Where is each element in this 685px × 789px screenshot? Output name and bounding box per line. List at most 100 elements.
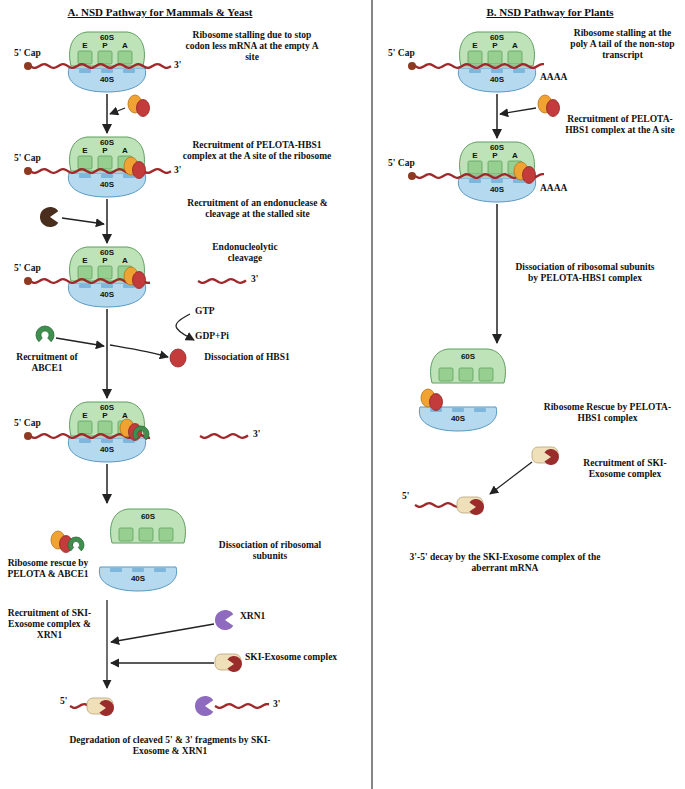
40s-groove: [469, 69, 481, 73]
60s-subunit: [431, 349, 506, 383]
ribosome-site: [488, 161, 502, 174]
ribosome-site: [508, 51, 522, 64]
ribosome: 60S40S: [95, 505, 195, 597]
ski-exosome: [215, 654, 242, 672]
ribosome-site: [78, 51, 92, 64]
40s-groove: [469, 179, 481, 183]
step-description: Dissociation of HBS1: [192, 352, 302, 363]
five-prime-cap: [24, 277, 32, 285]
mrna: [415, 174, 544, 178]
panel-divider: [371, 0, 372, 789]
pelota-hbs1-complex: [128, 95, 150, 117]
40s-groove: [513, 69, 525, 73]
40s-groove: [154, 568, 166, 572]
ribosome-label: P: [480, 151, 510, 160]
ribosome-label: 60S: [482, 33, 512, 42]
ribosome-label: 60S: [453, 352, 483, 361]
five-prime-cap: [24, 62, 32, 70]
ribosome: 60SEPA40S: [455, 30, 539, 92]
40s-subunit: [68, 68, 145, 92]
ribosome-site: [459, 368, 473, 381]
ribosome-site: [98, 156, 112, 169]
40s-groove: [123, 69, 135, 73]
step-description: Ribosome Rescue by PELOTA-HBS1 complex: [540, 402, 675, 424]
pelota-hbs1-complex: [124, 267, 146, 289]
xrn1: [195, 696, 213, 716]
ribosome: 60SEPA40S: [65, 400, 149, 462]
40s-groove: [79, 174, 91, 178]
40s-groove: [474, 408, 486, 412]
abce1: [133, 426, 149, 440]
step-description: Degradation of cleaved 5' & 3' fragments…: [55, 735, 285, 757]
annotation: AAAA: [540, 183, 580, 194]
ribosome-label: E: [70, 146, 100, 155]
pelota-hbs1-complex: [120, 419, 142, 441]
annotation: 5' Cap: [14, 263, 54, 274]
ribosome-label: 60S: [92, 248, 122, 257]
ribosome-label: 40S: [92, 290, 122, 299]
step-description: Recruitment of ABCE1: [2, 352, 92, 374]
ribosome-label: P: [480, 41, 510, 50]
ribosome-site: [98, 421, 112, 434]
ribosome-site: [119, 528, 133, 541]
annotation: 3': [253, 429, 273, 440]
step-description: Recruitment of SKI-Exosome complex: [570, 458, 680, 480]
ribosome-site: [439, 368, 453, 381]
step-arrow: [106, 94, 108, 133]
ribosome-site: [508, 161, 522, 174]
annotation: XRN1: [240, 611, 280, 622]
step-description: 3'-5' decay by the SKI-Exosome complex o…: [395, 552, 615, 574]
recruitment-arrow: [490, 462, 532, 494]
ribosome-label: E: [460, 151, 490, 160]
step-description: Ribosome stalling due to stop codon less…: [182, 30, 322, 63]
panel-heading: A. NSD Pathway for Mammals & Yeast: [40, 6, 280, 19]
ribosome-site: [78, 421, 92, 434]
ribosome-label: 60S: [482, 143, 512, 152]
step-description: Dissociation of ribosomal subunits: [210, 540, 330, 562]
mrna: [30, 434, 150, 438]
step-arrow: [106, 309, 108, 398]
annotation: 3': [174, 165, 194, 176]
five-prime-cap: [24, 167, 32, 175]
ribosome-site: [118, 51, 132, 64]
ribosome-label: E: [460, 41, 490, 50]
ski-exosome: [87, 698, 114, 716]
40s-groove: [491, 69, 503, 73]
cleaved-fragment: [200, 434, 248, 438]
ribosome-label: 40S: [92, 445, 122, 454]
pelota-hbs1-complex: [51, 531, 73, 553]
40s-groove: [101, 174, 113, 178]
ribosome: 60SEPA40S: [65, 30, 149, 92]
recruitment-arrow: [111, 662, 214, 663]
mrna: [415, 503, 460, 507]
cleaved-fragment: [215, 704, 269, 708]
step-description: Dissociation of ribosomal subunits by PE…: [510, 262, 660, 284]
ribosome-site: [488, 51, 502, 64]
40s-groove: [491, 179, 503, 183]
recruitment-arrow: [62, 218, 104, 224]
annotation: 3': [273, 699, 293, 710]
annotation: 3': [251, 274, 271, 285]
annotation: 5' Cap: [14, 418, 54, 429]
step-description: Recruitment of PELOTA-HBS1 complex at th…: [560, 114, 680, 136]
recruitment-arrow: [106, 600, 107, 688]
pelota-hbs1-complex: [538, 95, 560, 117]
mrna: [70, 704, 94, 708]
40s-subunit: [419, 407, 496, 431]
step-description: Endonucleolytic cleavage: [205, 242, 285, 264]
ribosome-label: A: [110, 146, 140, 155]
recruitment-arrow: [500, 108, 536, 114]
ribosome-site: [468, 51, 482, 64]
annotation: 5': [60, 696, 80, 707]
mrna: [30, 169, 171, 173]
mrna: [415, 64, 544, 68]
ribosome-site: [78, 156, 92, 169]
ribosome-site: [118, 421, 132, 434]
40s-groove: [123, 439, 135, 443]
ribosome-site: [479, 368, 493, 381]
40s-subunit: [99, 567, 176, 591]
40s-subunit: [458, 178, 535, 202]
60s-subunit: [70, 247, 145, 281]
ribosome-site: [118, 156, 132, 169]
pelota-hbs1-complex: [421, 389, 443, 411]
